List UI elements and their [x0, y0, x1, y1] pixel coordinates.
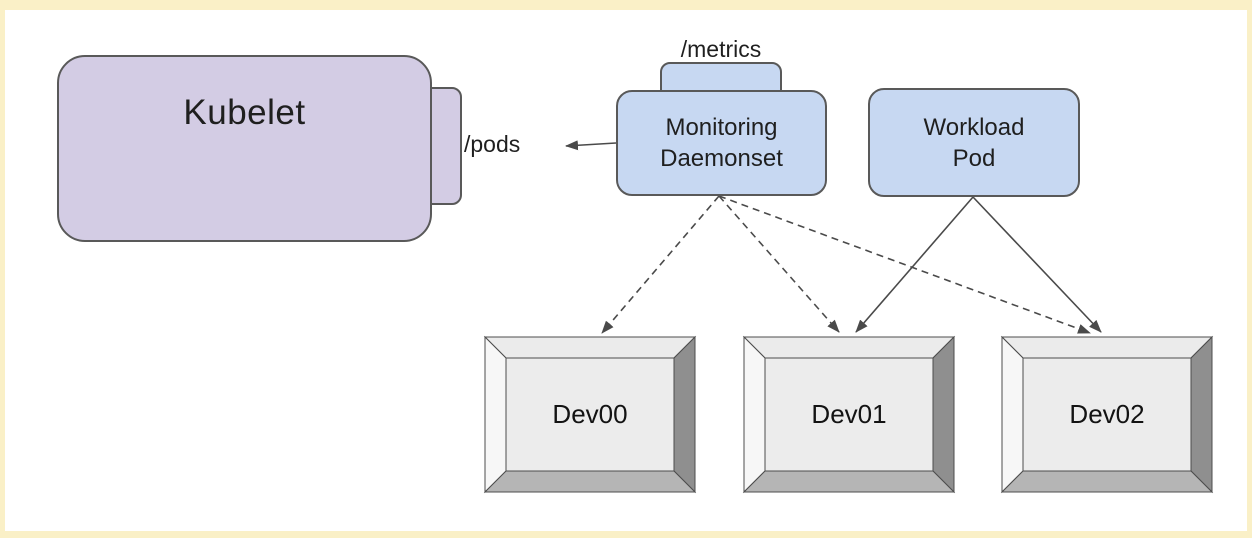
device-3d-frame-dev01 [742, 335, 956, 494]
workload-pod-label: Workload Pod [923, 113, 1025, 172]
kubelet-label: Kubelet [183, 93, 306, 132]
device-label-dev02: Dev02 [1069, 399, 1145, 429]
pods-endpoint-label: /pods [464, 131, 521, 157]
edge-monitoring-to-kubelet-pods [565, 140, 617, 151]
monitoring-daemonset-label: Monitoring Daemonset [660, 114, 783, 172]
device-label-dev00: Dev00 [552, 399, 628, 429]
edge-workload-to-dev01 [855, 196, 974, 333]
workload-pod-node: Workload Pod [868, 88, 1080, 197]
device-label-dev01: Dev01 [811, 399, 887, 429]
monitoring-daemonset-node: Monitoring Daemonset [616, 90, 827, 196]
edge-monitoring-to-dev00 [601, 195, 720, 334]
edge-monitoring-to-dev01 [718, 195, 840, 333]
edge-workload-to-dev02 [972, 196, 1102, 333]
device-3d-frame-dev02 [1000, 335, 1214, 494]
kubelet-node: Kubelet [57, 55, 432, 242]
metrics-endpoint-label: /metrics [680, 36, 762, 62]
edge-monitoring-to-dev02 [718, 195, 1091, 334]
device-3d-frame-dev00 [483, 335, 697, 494]
diagram-connectors [565, 140, 1102, 334]
